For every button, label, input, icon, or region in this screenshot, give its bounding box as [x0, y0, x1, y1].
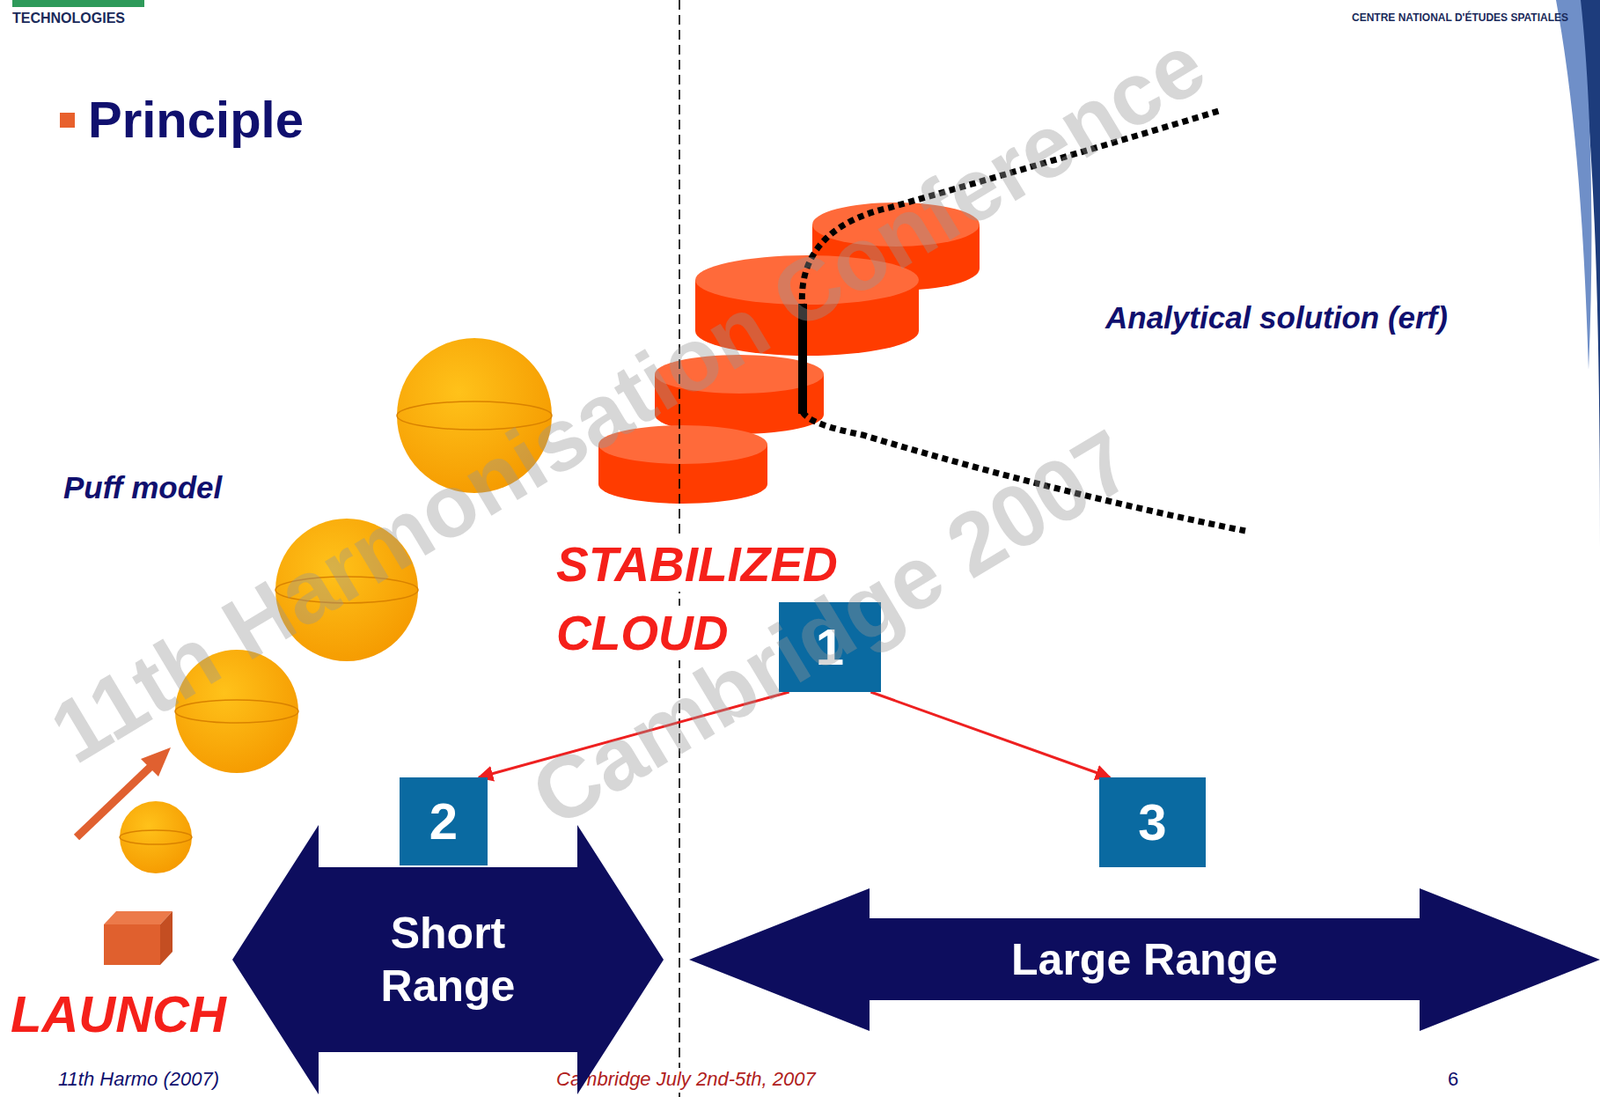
analytical-label: Analytical solution (erf) [1105, 300, 1448, 335]
launch-label: LAUNCH [10, 985, 227, 1043]
range-arrow: Large Range [689, 888, 1600, 1031]
analytical-label: Analytical solution (erf) [1105, 294, 1467, 341]
arrow-shaft: Short Range [318, 866, 578, 1052]
range-arrow: Short Range [232, 824, 664, 1094]
puff-model-label: Puff model [63, 470, 222, 506]
page-number: 6 [1447, 1068, 1459, 1090]
footer-text: Cambridge July 2nd-5th, 2007 [556, 1068, 816, 1090]
launch-cube [103, 910, 173, 965]
number-box: 3 [1099, 777, 1206, 867]
slide-title: Principle [88, 89, 304, 149]
logo-text: TECHNOLOGIES [12, 10, 125, 27]
launch-label: LAUNCH [10, 984, 227, 1043]
range-label: Large Range [1011, 932, 1278, 986]
logo-mark [12, 0, 145, 8]
callout-number: 2 [429, 792, 458, 850]
double-arrow [689, 888, 1600, 1031]
footer-text: 11th Harmo (2007) [58, 1068, 220, 1090]
range-label: Short Range [337, 906, 558, 1013]
logo-text: CENTRE NATIONAL D'ÉTUDES SPATIALES [1351, 12, 1569, 24]
double-arrow [232, 824, 664, 1094]
footer-text: 11th Harmo (2007) [58, 1067, 220, 1090]
callout-number: 3 [1137, 793, 1167, 851]
page-number: 6 [1447, 1067, 1459, 1090]
logo-text: TECHNOLOGIES [12, 10, 125, 26]
puff-model-label: Puff model [63, 469, 222, 505]
footer-text: Cambridge July 2nd-5th, 2007 [556, 1067, 816, 1090]
corner-swoosh [1555, 0, 1592, 370]
logo-text: CENTRE NATIONAL D'ÉTUDES SPATIALES [1351, 11, 1569, 24]
arrow-shaft: Large Range [869, 917, 1420, 1000]
title-bullet [59, 112, 75, 128]
flow-arrow [870, 691, 1110, 778]
number-box: 2 [399, 777, 488, 866]
double-arrow-shape [232, 824, 664, 1094]
